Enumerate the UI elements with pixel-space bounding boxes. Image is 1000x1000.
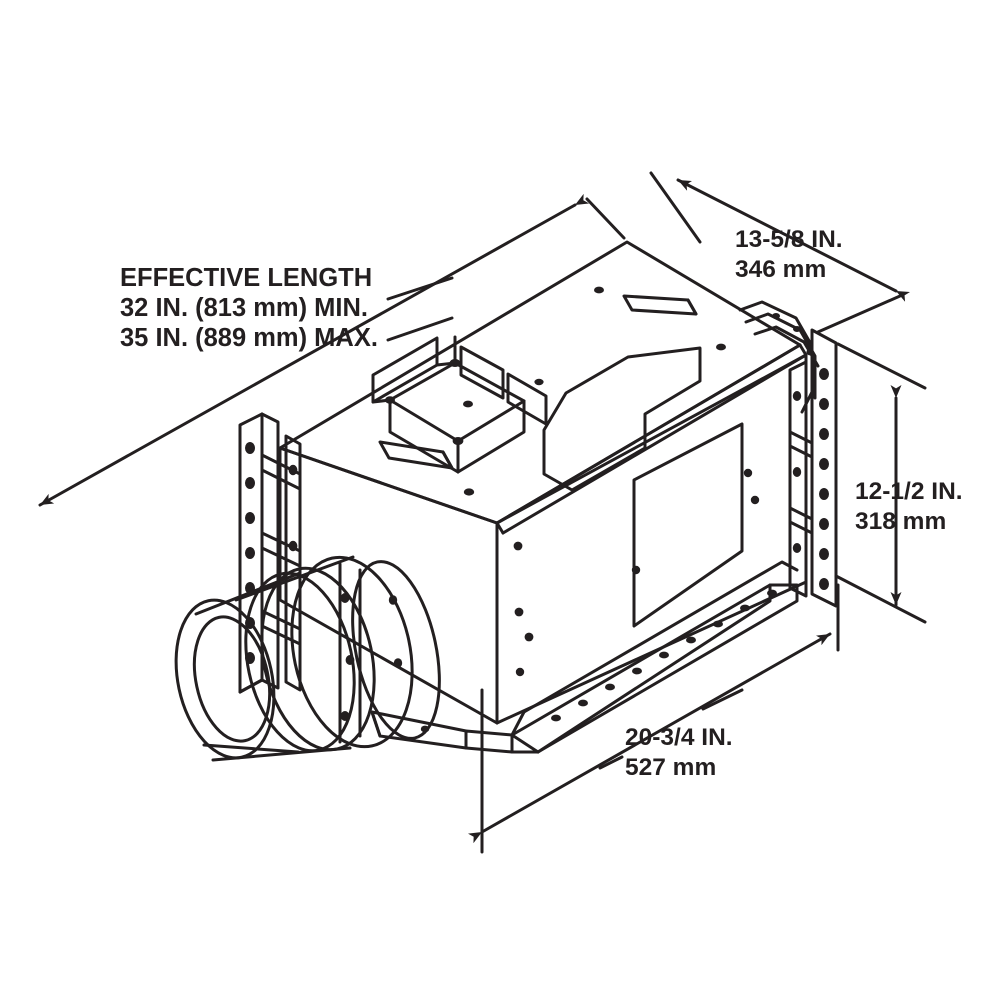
dimension-depth: [649, 171, 911, 334]
mounting-bracket-right: [788, 328, 838, 608]
effective-length-line3: 35 IN. (889 mm) MAX.: [120, 324, 378, 352]
effective-length-line2: 32 IN. (813 mm) MIN.: [120, 294, 368, 322]
callout-effective-length: EFFECTIVE LENGTH 32 IN. (813 mm) MIN. 35…: [120, 264, 378, 352]
width-line2: 527 mm: [625, 754, 716, 781]
callout-depth: 13-5/8 IN. 346 mm: [735, 226, 843, 283]
width-line1: 20-3/4 IN.: [625, 724, 733, 751]
effective-length-line1: EFFECTIVE LENGTH: [120, 264, 372, 292]
dimension-width: [467, 583, 840, 854]
duct-collar-front: [174, 555, 441, 762]
callout-height: 12-1/2 IN. 318 mm: [855, 478, 963, 535]
depth-line1: 13-5/8 IN.: [735, 226, 843, 253]
callout-width: 20-3/4 IN. 527 mm: [625, 724, 733, 781]
duct-collar-top: [738, 300, 820, 414]
height-line1: 12-1/2 IN.: [855, 478, 963, 505]
dimension-height: [834, 342, 927, 624]
height-line2: 318 mm: [855, 508, 946, 535]
dimension-effective-length: [38, 193, 626, 507]
collar-support-gusset: [370, 710, 468, 750]
depth-line2: 346 mm: [735, 256, 826, 283]
top-panel-slot: [622, 294, 698, 316]
